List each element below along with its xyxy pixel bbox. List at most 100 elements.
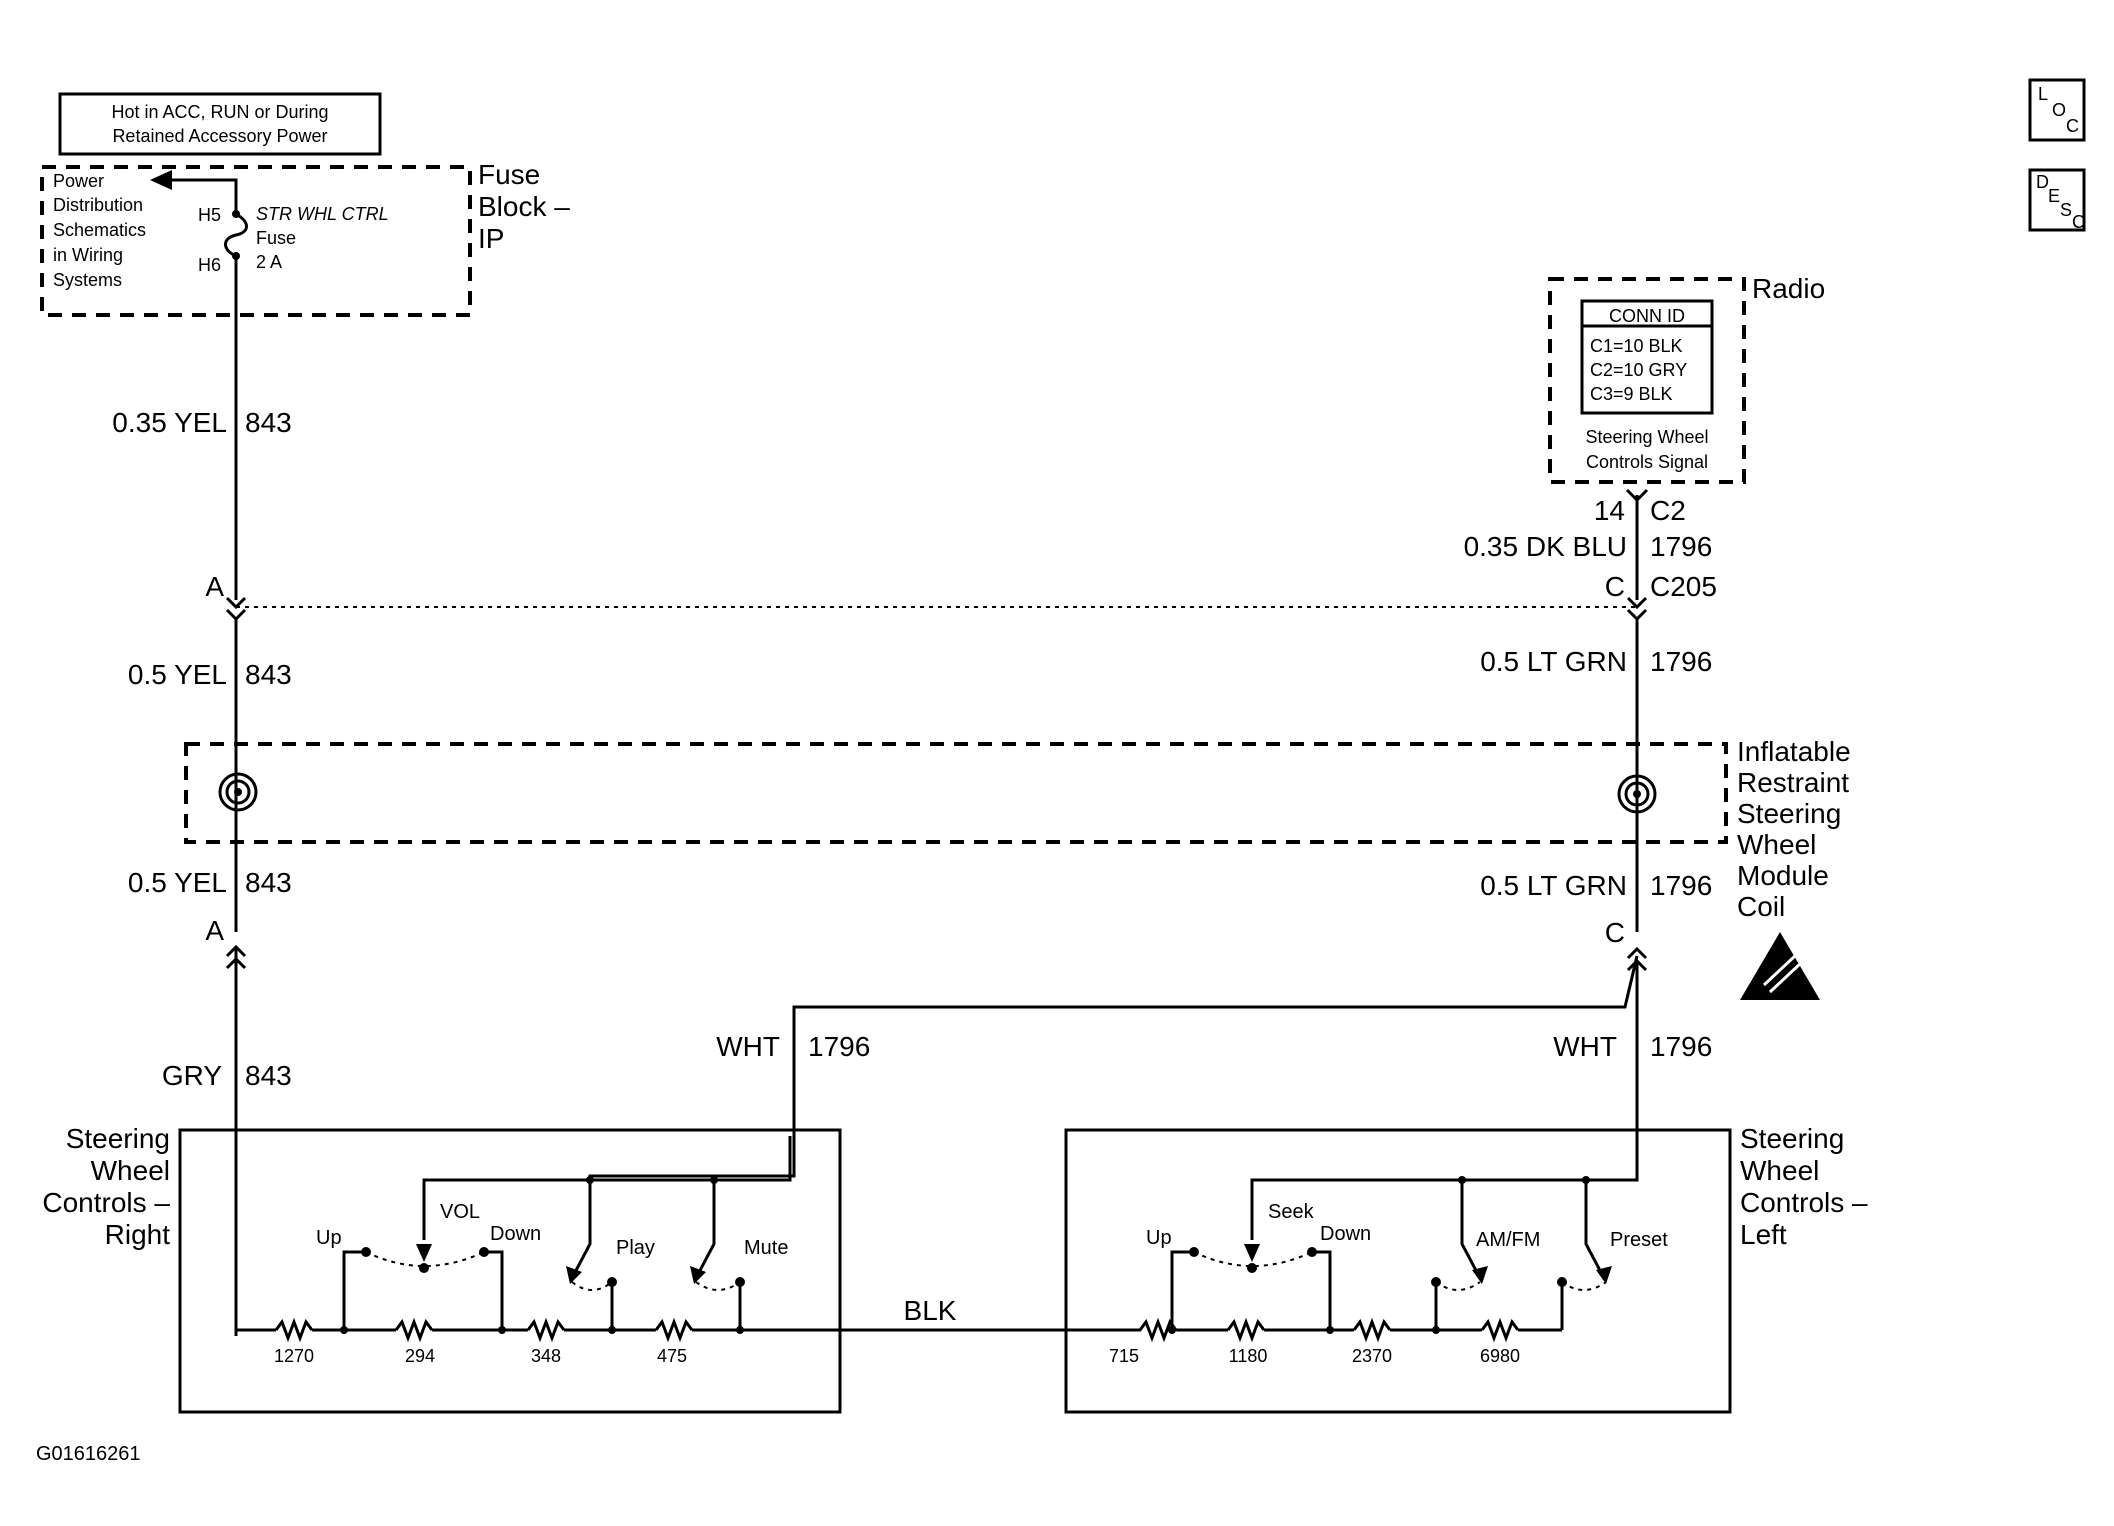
left-wire-1-circuit: 843 [245, 407, 292, 438]
resistor-label-1270: 1270 [274, 1346, 314, 1366]
play-dotted [571, 1281, 613, 1291]
right-connector-c-lower: C [1605, 917, 1625, 948]
radio-conn-header: CONN ID [1609, 306, 1685, 326]
fuse-block-title-2: Block – [478, 191, 570, 222]
power-dist-3: Schematics [53, 220, 146, 240]
coil-label-1: Inflatable [1737, 736, 1851, 767]
preset-dotted [1561, 1281, 1607, 1291]
left-module-signal-line [1250, 1176, 1639, 1240]
left-wire-4-circuit: 843 [245, 1060, 292, 1091]
right-connector-c205: C205 [1650, 571, 1717, 602]
radio-signal-2: Controls Signal [1586, 452, 1708, 472]
right-vol-label: VOL [440, 1201, 480, 1223]
seek-up-lead [1170, 1250, 1194, 1330]
play-feed-junction [586, 1176, 594, 1184]
mute-dotted [695, 1281, 741, 1291]
left-coil-icon [218, 772, 258, 812]
seek-arrow-icon [1244, 1244, 1260, 1262]
left-controls-module-box [1064, 1128, 1732, 1414]
right-node-1 [340, 1326, 348, 1334]
radio-conn-c3: C3=9 BLK [1590, 384, 1673, 404]
loc-icon-letter-o: O [2052, 100, 2066, 120]
radio-signal-1: Steering Wheel [1585, 427, 1708, 447]
figure-id: G01616261 [36, 1443, 141, 1465]
desc-icon-letter-s: S [2060, 200, 2072, 220]
power-dist-1: Power [53, 171, 104, 191]
left-connector-a-lower: A [205, 915, 224, 946]
right-mute-label: Mute [744, 1237, 788, 1259]
left-module-title-2: Wheel [1740, 1155, 1819, 1186]
resistor-6980-icon [1480, 1317, 1520, 1343]
coil-module-outline [184, 742, 1728, 844]
location-nav-icon[interactable]: L O C [2028, 78, 2086, 142]
right-connector-upper-icon [1626, 596, 1648, 622]
left-wire-2-circuit: 843 [245, 659, 292, 690]
left-seek-label: Seek [1268, 1201, 1315, 1223]
ground-wire-label: BLK [904, 1295, 957, 1326]
vol-pivot [419, 1263, 429, 1273]
left-module-title-1: Steering [1740, 1123, 1844, 1154]
resistor-715-icon [1108, 1317, 1178, 1343]
radio-pin: 14 [1594, 495, 1625, 526]
coil-label-4: Wheel [1737, 829, 1816, 860]
resistor-label-6980: 6980 [1480, 1346, 1520, 1366]
power-feed-line [170, 178, 238, 186]
description-nav-icon[interactable]: D E S C [2028, 168, 2086, 232]
power-dist-5: Systems [53, 270, 122, 290]
desc-icon-letter-e: E [2048, 186, 2060, 206]
right-connector-c-upper: C [1605, 571, 1625, 602]
right-node-4 [736, 1326, 744, 1334]
vol-arrow-icon [416, 1244, 432, 1262]
left-connector-a-upper: A [205, 571, 224, 602]
right-module-title-4: Right [105, 1219, 171, 1250]
resistor-475-icon [654, 1317, 694, 1343]
resistor-348-icon [526, 1317, 566, 1343]
right-wire-2-circuit: 1796 [1650, 646, 1712, 677]
right-wire-3-size: 0.5 LT GRN [1480, 870, 1627, 901]
resistor-1270-icon [274, 1317, 314, 1343]
loc-icon-letter-l: L [2038, 84, 2048, 104]
left-wire-1-size: 0.35 YEL [112, 407, 227, 438]
preset-feed-junction [1582, 1176, 1590, 1184]
fuse-pin-h6: H6 [198, 255, 221, 275]
mute-switch-blade [694, 1238, 716, 1279]
resistor-label-475: 475 [657, 1346, 687, 1366]
left-preset-label: Preset [1610, 1229, 1668, 1251]
fuse-pin-h5: H5 [198, 205, 221, 225]
amfm-dotted [1435, 1281, 1481, 1291]
right-wire-3-circuit: 1796 [1650, 870, 1712, 901]
left-wire-3-circuit: 843 [245, 867, 292, 898]
hot-label-line2: Retained Accessory Power [112, 126, 327, 146]
left-down-label: Down [1320, 1223, 1371, 1245]
vol-down-lead [484, 1250, 504, 1330]
fuse-element-icon [224, 186, 248, 258]
power-dist-2: Distribution [53, 195, 143, 215]
seek-down-lead [1312, 1250, 1332, 1330]
fuse-block-title-1: Fuse [478, 159, 540, 190]
right-splice-line [588, 955, 1639, 1192]
amfm-arrow-icon [1472, 1266, 1488, 1284]
left-node-3 [1432, 1326, 1440, 1334]
resistor-label-348: 348 [531, 1346, 561, 1366]
hot-label-box [58, 92, 382, 156]
mute-arrow-icon [690, 1266, 706, 1284]
middle-wire-circuit: 1796 [808, 1031, 870, 1062]
right-wire-4-circuit: 1796 [1650, 1031, 1712, 1062]
coil-label-5: Module [1737, 860, 1829, 891]
right-module-signal-line [422, 1136, 792, 1240]
left-node-1 [1168, 1326, 1176, 1334]
right-controls-module-box [178, 1128, 842, 1414]
left-node-2 [1326, 1326, 1334, 1334]
play-switch-blade [570, 1238, 592, 1279]
left-up-label: Up [1146, 1227, 1172, 1249]
resistor-label-1180: 1180 [1229, 1346, 1268, 1366]
vol-up-lead [342, 1250, 366, 1330]
coil-label-3: Steering [1737, 798, 1841, 829]
radio-conn-c2: C2=10 GRY [1590, 360, 1687, 380]
amfm-feed-junction [1458, 1176, 1466, 1184]
fuse-label: Fuse [256, 228, 296, 248]
loc-icon-letter-c: C [2066, 116, 2079, 136]
resistor-294-icon [394, 1317, 434, 1343]
desc-icon-letter-d: D [2036, 172, 2049, 192]
